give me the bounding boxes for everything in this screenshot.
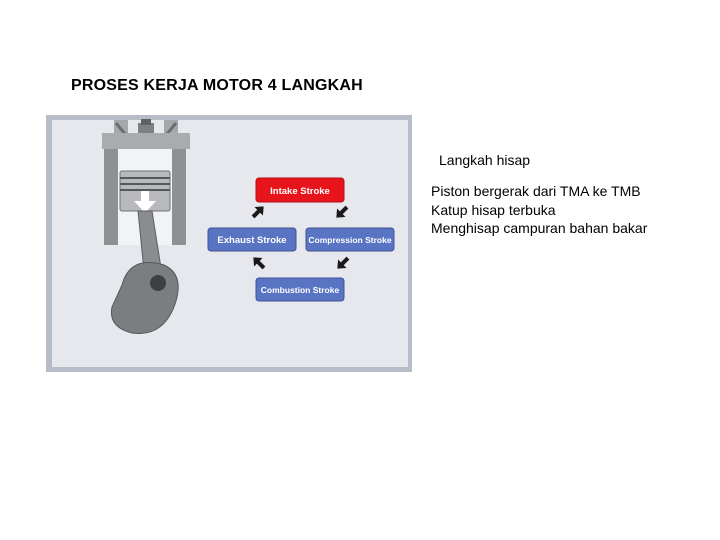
compression-stroke-box: Compression Stroke — [305, 227, 395, 252]
intake-stroke-box: Intake Stroke — [255, 177, 345, 203]
engine-stroke-diagram: Intake Stroke Exhaust Stroke Compression… — [46, 115, 412, 372]
exhaust-stroke-label: Exhaust Stroke — [217, 235, 286, 246]
compression-stroke-label: Compression Stroke — [308, 235, 391, 245]
diagram-canvas: Intake Stroke Exhaust Stroke Compression… — [52, 119, 408, 367]
combustion-stroke-box: Combustion Stroke — [255, 277, 345, 302]
combustion-stroke-label: Combustion Stroke — [261, 285, 340, 295]
stroke-description: Piston bergerak dari TMA ke TMB Katup hi… — [431, 182, 647, 238]
stroke-heading: Langkah hisap — [439, 152, 531, 168]
description-line: Piston bergerak dari TMA ke TMB — [431, 183, 641, 199]
cylinder-wall-right — [172, 149, 186, 245]
description-line: Katup hisap terbuka — [431, 201, 556, 218]
down-arrow-icon — [134, 191, 156, 213]
page-title: PROSES KERJA MOTOR 4 LANGKAH — [71, 77, 363, 94]
exhaust-stroke-box: Exhaust Stroke — [207, 227, 297, 252]
crankshaft-icon — [110, 262, 179, 334]
description-line: Menghisap campuran bahan bakar — [431, 220, 648, 236]
cycle-arrow-icon — [251, 205, 350, 270]
intake-stroke-label: Intake Stroke — [270, 186, 330, 197]
engine-icon — [102, 119, 190, 334]
stroke-cycle: Intake Stroke Exhaust Stroke Compression… — [207, 177, 395, 302]
cylinder-wall-left — [104, 149, 118, 245]
